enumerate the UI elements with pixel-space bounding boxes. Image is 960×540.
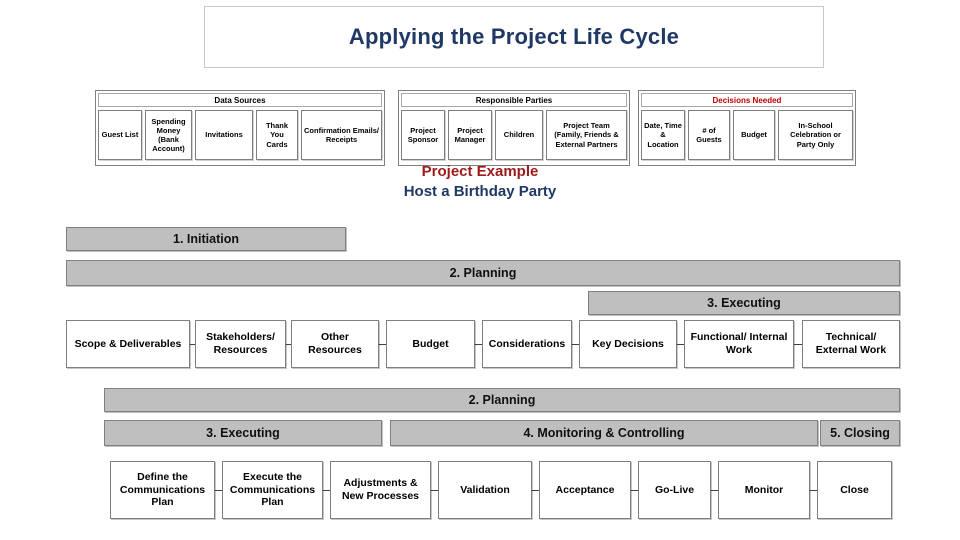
connector — [188, 344, 196, 345]
category-items-data-sources: Guest List Spending Money (Bank Account)… — [98, 110, 382, 160]
connector — [571, 344, 580, 345]
connector — [630, 490, 639, 491]
step-box[interactable]: Validation — [438, 461, 532, 519]
slide-title-frame: Applying the Project Life Cycle — [204, 6, 824, 68]
category-header-responsible-parties: Responsible Parties — [401, 93, 627, 107]
category-panel-data-sources: Data Sources Guest List Spending Money (… — [95, 90, 385, 166]
category-item[interactable]: Date, Time & Location — [641, 110, 685, 160]
category-item[interactable]: Spending Money (Bank Account) — [145, 110, 192, 160]
step-box[interactable]: Execute the Communications Plan — [222, 461, 323, 519]
category-panel-decisions-needed: Decisions Needed Date, Time & Location #… — [638, 90, 856, 166]
connector — [430, 490, 439, 491]
step-box[interactable]: Close — [817, 461, 892, 519]
connector — [474, 344, 483, 345]
category-item[interactable]: Project Manager — [448, 110, 492, 160]
step-box[interactable]: Go-Live — [638, 461, 711, 519]
category-item[interactable]: Project Team (Family, Friends & External… — [546, 110, 627, 160]
phase-bar-executing-lower[interactable]: 3. Executing — [104, 420, 382, 446]
step-box[interactable]: Key Decisions — [579, 320, 677, 368]
category-item[interactable]: Confirmation Emails/ Receipts — [301, 110, 382, 160]
phase-bar-planning-lower[interactable]: 2. Planning — [104, 388, 900, 412]
phase-bar-initiation[interactable]: 1. Initiation — [66, 227, 346, 251]
connector — [794, 344, 803, 345]
step-box[interactable]: Technical/ External Work — [802, 320, 900, 368]
step-box[interactable]: Monitor — [718, 461, 810, 519]
category-header-decisions-needed: Decisions Needed — [641, 93, 853, 107]
connector — [214, 490, 223, 491]
step-box[interactable]: Scope & Deliverables — [66, 320, 190, 368]
connector — [378, 344, 387, 345]
category-item[interactable]: Project Sponsor — [401, 110, 445, 160]
category-item[interactable]: Invitations — [195, 110, 253, 160]
connector — [285, 344, 293, 345]
category-item[interactable]: Thank You Cards — [256, 110, 298, 160]
connector — [676, 344, 685, 345]
phase-bar-planning-upper[interactable]: 2. Planning — [66, 260, 900, 286]
connector — [710, 490, 719, 491]
page-title: Applying the Project Life Cycle — [348, 24, 680, 49]
category-item[interactable]: Guest List — [98, 110, 142, 160]
step-box[interactable]: Considerations — [482, 320, 572, 368]
phase-bar-executing-upper[interactable]: 3. Executing — [588, 291, 900, 315]
connector — [809, 490, 818, 491]
step-box[interactable]: Stakeholders/ Resources — [195, 320, 286, 368]
step-box[interactable]: Adjustments & New Processes — [330, 461, 431, 519]
project-example: Project Example Host a Birthday Party — [330, 163, 630, 201]
step-box[interactable]: Functional/ Internal Work — [684, 320, 794, 368]
step-box[interactable]: Acceptance — [539, 461, 631, 519]
step-box[interactable]: Define the Communications Plan — [110, 461, 215, 519]
connector — [531, 490, 540, 491]
category-items-responsible-parties: Project Sponsor Project Manager Children… — [401, 110, 627, 160]
category-items-decisions-needed: Date, Time & Location # of Guests Budget… — [641, 110, 853, 160]
phase-bar-closing[interactable]: 5. Closing — [820, 420, 900, 446]
category-item[interactable]: In-School Celebration or Party Only — [778, 110, 853, 160]
step-box[interactable]: Other Resources — [291, 320, 379, 368]
step-box[interactable]: Budget — [386, 320, 475, 368]
connector — [322, 490, 331, 491]
phase-bar-monitoring-controlling[interactable]: 4. Monitoring & Controlling — [390, 420, 818, 446]
category-header-data-sources: Data Sources — [98, 93, 382, 107]
category-item[interactable]: # of Guests — [688, 110, 730, 160]
category-panel-responsible-parties: Responsible Parties Project Sponsor Proj… — [398, 90, 630, 166]
category-item[interactable]: Budget — [733, 110, 775, 160]
category-item[interactable]: Children — [495, 110, 543, 160]
project-example-name: Host a Birthday Party — [403, 182, 557, 200]
project-example-label: Project Example — [421, 163, 539, 180]
